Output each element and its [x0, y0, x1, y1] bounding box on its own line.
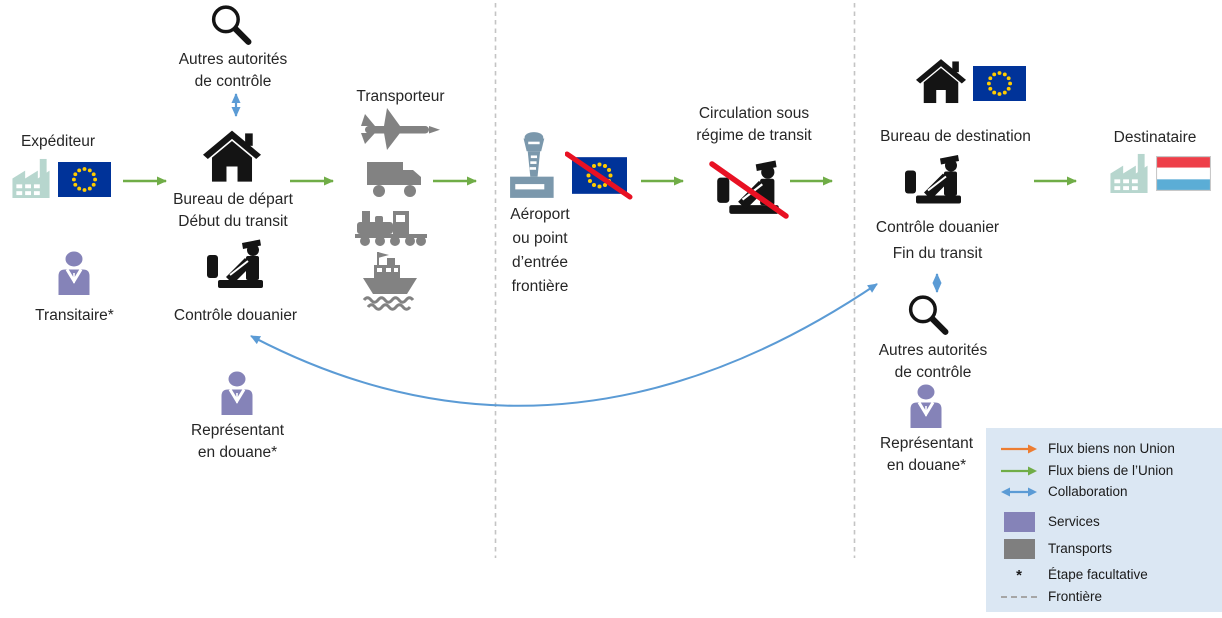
eu-flag-icon	[58, 162, 111, 197]
ship-icon	[361, 252, 419, 314]
magnifier-icon	[206, 2, 254, 47]
truck-icon	[366, 158, 424, 200]
legend: Flux biens non Union Flux biens de l’Uni…	[986, 428, 1222, 612]
customs-officer-crossed-icon	[709, 160, 789, 219]
autres-autorites-destination-label: Autres autorités de contrôle	[878, 342, 988, 381]
person-icon	[217, 371, 257, 415]
eu-flag-crossed-icon	[565, 151, 633, 200]
factory-icon	[1106, 152, 1152, 193]
transitaire-label: Transitaire*	[35, 307, 114, 324]
controle-douanier-depart-label: Contrôle douanier	[173, 307, 298, 324]
legend-label-etape-facultative: Étape facultative	[1048, 567, 1148, 582]
autres-autorites-depart-label: Autres autorités de contrôle	[178, 51, 288, 90]
transporteur-label: Transporteur	[356, 88, 445, 105]
legend-label-flux-union: Flux biens de l’Union	[1048, 463, 1174, 478]
legend-label-services: Services	[1048, 514, 1100, 529]
dashed-line-symbol	[999, 589, 1039, 605]
customs-officer-icon	[205, 239, 265, 289]
person-icon	[906, 384, 946, 428]
asterisk-symbol: *	[1016, 566, 1022, 584]
house-icon	[916, 57, 966, 104]
magnifier-icon	[903, 292, 951, 337]
green-arrow-icon	[999, 465, 1039, 477]
factory-icon	[8, 157, 54, 198]
legend-label-collaboration: Collaboration	[1048, 484, 1128, 499]
transports-swatch	[999, 539, 1039, 559]
legend-label-flux-non-union: Flux biens non Union	[1048, 441, 1175, 456]
customs-officer-icon	[903, 154, 963, 205]
luxembourg-flag-icon	[1156, 156, 1211, 191]
circulation-transit-label: Circulation sous régime de transit	[696, 105, 812, 144]
expediteur-label: Expéditeur	[20, 133, 96, 150]
person-icon	[54, 251, 94, 295]
airport-tower-icon	[508, 130, 564, 200]
representant-depart-label: Représentant en douane*	[190, 422, 285, 461]
legend-label-frontiere: Frontière	[1048, 589, 1103, 604]
train-icon	[355, 209, 431, 247]
house-icon	[203, 129, 261, 182]
services-swatch	[999, 512, 1039, 532]
controle-douanier-destination-label: Contrôle douanier Fin du transit	[875, 219, 1000, 262]
collaboration-curve-controle-douanier	[250, 283, 878, 407]
blue-double-arrow-icon	[999, 486, 1039, 498]
orange-arrow-icon	[999, 443, 1039, 455]
legend-label-transports: Transports	[1048, 541, 1113, 556]
aeroport-label: Aéroport ou point d’entrée frontière	[510, 206, 570, 295]
bureau-depart-label: Bureau de départ Début du transit	[173, 191, 293, 230]
representant-destination-label: Représentant en douane*	[879, 435, 974, 474]
eu-flag-icon	[973, 66, 1026, 101]
bureau-destination-label: Bureau de destination	[880, 128, 1031, 145]
plane-icon	[357, 107, 445, 151]
destinataire-label: Destinataire	[1113, 129, 1197, 146]
